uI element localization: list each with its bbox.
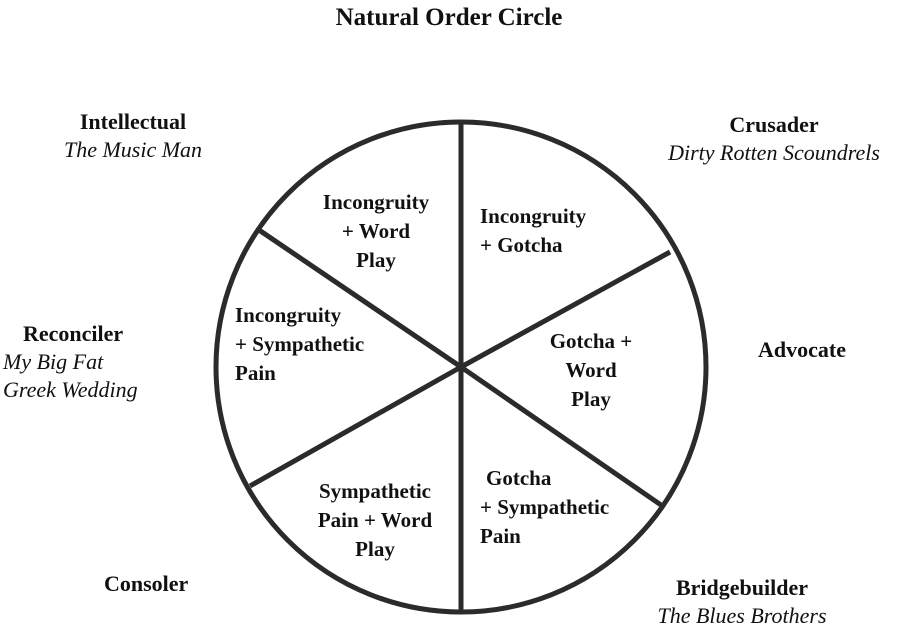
divider-lower-right	[459, 364, 663, 508]
segment-line: Gotcha +	[549, 329, 633, 353]
segment-line: Incongruity	[322, 190, 430, 214]
divider-lower-left	[248, 364, 463, 489]
segment-line: Play	[355, 537, 395, 561]
segment-line: + Gotcha	[480, 233, 563, 257]
role-consoler: Consoler	[104, 570, 188, 598]
segment-line: + Sympathetic	[235, 332, 365, 356]
segment-top-right: Incongruity + Gotcha	[480, 202, 586, 260]
role-film: Greek Wedding	[3, 377, 138, 402]
role-name: Reconciler	[23, 321, 124, 346]
segment-line: Play	[356, 248, 396, 272]
role-film: Dirty Rotten Scoundrels	[668, 140, 880, 165]
role-bridgebuilder: Bridgebuilder The Blues Brothers	[642, 574, 842, 630]
role-reconciler: Reconciler My Big Fat Greek Wedding	[3, 320, 173, 404]
segment-line: + Word	[341, 219, 411, 243]
segment-line: Incongruity	[235, 303, 342, 327]
segment-line: Pain + Word	[317, 508, 433, 532]
role-film: The Blues Brothers	[657, 603, 827, 628]
segment-left: Incongruity + Sympathetic Pain	[235, 301, 364, 388]
role-advocate: Advocate	[758, 336, 846, 364]
role-intellectual: Intellectual The Music Man	[53, 108, 213, 164]
segment-bottom-right: Gotcha + Sympathetic Pain	[480, 464, 609, 551]
role-film: The Music Man	[63, 137, 203, 162]
divider-upper-left	[257, 227, 463, 370]
segment-line: + Sympathetic	[480, 495, 610, 519]
segment-bottom-left: Sympathetic Pain + Word Play	[300, 477, 450, 564]
segment-line: Pain	[235, 361, 276, 385]
segment-line: Play	[571, 387, 611, 411]
role-film: My Big Fat	[3, 349, 104, 374]
divider-upper-right	[459, 249, 672, 370]
diagram-title: Natural Order Circle	[335, 4, 563, 31]
role-name: Intellectual	[79, 109, 187, 134]
segment-line: Gotcha	[486, 466, 552, 490]
role-name: Bridgebuilder	[675, 575, 808, 600]
segment-line: Incongruity	[480, 204, 587, 228]
segment-right: Gotcha + Word Play	[536, 327, 646, 414]
role-crusader: Crusader Dirty Rotten Scoundrels	[650, 111, 898, 167]
role-name: Crusader	[729, 112, 819, 137]
segment-line: Pain	[480, 524, 521, 548]
segment-line: Sympathetic	[319, 479, 431, 503]
segment-top-left: Incongruity + Word Play	[306, 188, 446, 275]
segment-line: Word	[565, 358, 617, 382]
role-name: Consoler	[104, 571, 189, 596]
role-name: Advocate	[758, 337, 846, 362]
